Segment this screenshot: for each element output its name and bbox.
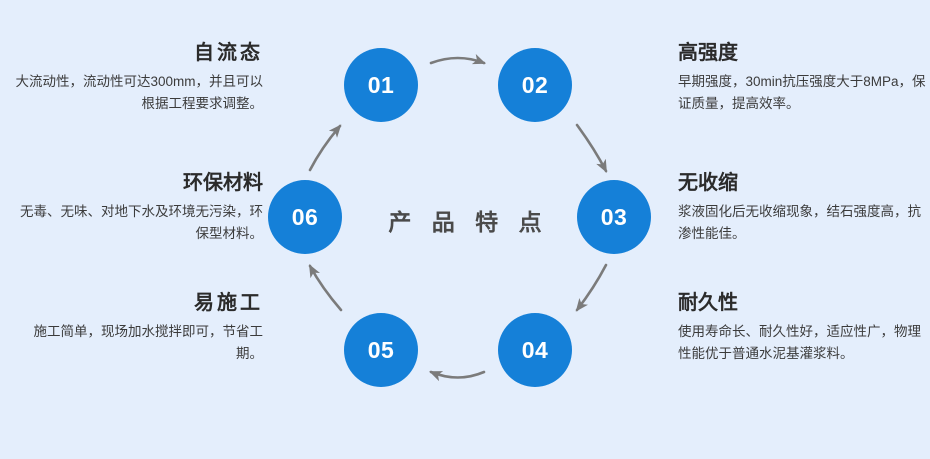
arrow-01-to-02 xyxy=(429,53,486,65)
feature-title-03: 无收缩 xyxy=(678,172,738,194)
node-circle-04[interactable]: 04 xyxy=(498,313,572,387)
feature-block-03: 无收缩 浆液固化后无收缩现象，结石强度高，抗渗性能佳。 xyxy=(678,170,930,245)
feature-desc-02: 早期强度，30min抗压强度大于8MPa，保证质量，提高效率。 xyxy=(678,74,926,111)
feature-block-04: 耐久性 使用寿命长、耐久性好，适应性广，物理性能优于普通水泥基灌浆料。 xyxy=(678,290,930,365)
feature-desc-01: 大流动性，流动性可达300mm，并且可以根据工程要求调整。 xyxy=(15,74,263,111)
feature-block-02: 高强度 早期强度，30min抗压强度大于8MPa，保证质量，提高效率。 xyxy=(678,40,930,115)
arrow-05-to-06 xyxy=(308,264,343,312)
center-title: 产 品 特 点 xyxy=(388,209,549,235)
feature-title-06: 环保材料 xyxy=(183,172,263,194)
feature-block-01: 自流态 大流动性，流动性可达300mm，并且可以根据工程要求调整。 xyxy=(8,40,263,115)
feature-title-02: 高强度 xyxy=(678,42,738,64)
arrow-03-to-04 xyxy=(575,263,608,312)
arrow-02-to-03 xyxy=(575,123,608,173)
node-circle-01[interactable]: 01 xyxy=(344,48,418,122)
node-circle-03[interactable]: 03 xyxy=(577,180,651,254)
node-circle-05[interactable]: 05 xyxy=(344,313,418,387)
feature-block-05: 易施工 施工简单，现场加水搅拌即可，节省工期。 xyxy=(8,290,264,365)
feature-title-04: 耐久性 xyxy=(678,292,738,314)
feature-block-06: 环保材料 无毒、无味、对地下水及环境无污染，环保型材料。 xyxy=(8,170,263,245)
node-circle-02[interactable]: 02 xyxy=(498,48,572,122)
arrow-06-to-01 xyxy=(308,124,342,172)
arrow-04-to-05 xyxy=(429,370,486,382)
node-circle-06[interactable]: 06 xyxy=(268,180,342,254)
feature-title-05: 易施工 xyxy=(194,292,263,314)
feature-desc-04: 使用寿命长、耐久性好，适应性广，物理性能优于普通水泥基灌浆料。 xyxy=(678,324,921,361)
feature-desc-05: 施工简单，现场加水搅拌即可，节省工期。 xyxy=(33,324,264,361)
feature-title-01: 自流态 xyxy=(194,42,263,64)
feature-desc-06: 无毒、无味、对地下水及环境无污染，环保型材料。 xyxy=(20,204,263,241)
feature-desc-03: 浆液固化后无收缩现象，结石强度高，抗渗性能佳。 xyxy=(678,204,921,241)
